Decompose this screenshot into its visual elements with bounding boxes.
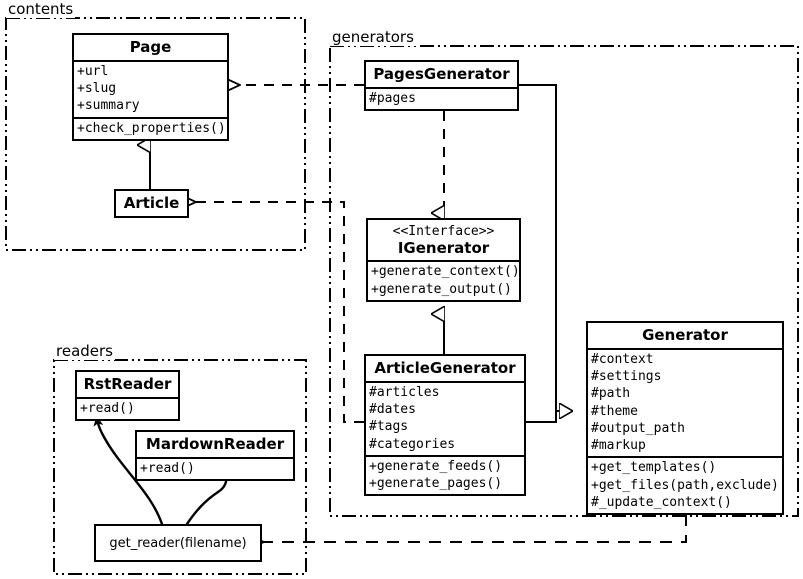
attribute-item: #articles [369,384,440,400]
method-item: +get_files(path,exclude) [591,477,779,493]
class-box-igenerator[interactable]: <<Interface>> IGenerator +generate_conte… [366,218,521,302]
package-label-contents: contents [6,0,76,18]
class-methods-page: +check_properties() [74,116,227,139]
attribute-item: #pages [369,90,416,106]
method-item: +get_templates() [591,460,717,476]
class-attributes-generator: #context #settings #path #theme #output_… [588,347,782,457]
class-name-igenerator: IGenerator [397,238,490,257]
class-title-generator: Generator [642,326,728,344]
attribute-item: #theme [591,403,638,419]
class-title-page: Page [129,38,172,56]
dependency-articlegenerator-article [196,202,364,423]
generalization-articlegenerator-generator [526,411,572,423]
class-attributes-pagesgenerator: #pages [366,86,517,109]
attribute-item: +url [77,63,109,79]
class-title-mardownreader: MardownReader [145,435,285,453]
method-item: +generate_feeds() [369,458,503,474]
class-box-page[interactable]: Page +url +slug +summary +check_properti… [72,33,229,141]
attribute-item: +summary [77,98,140,114]
function-box-get-reader[interactable]: get_reader(filename) [94,524,262,562]
method-item: +generate_pages() [369,476,503,492]
attribute-item: #dates [369,402,416,418]
class-title-articlegenerator: ArticleGenerator [374,359,516,377]
class-stereotype-igenerator: <<Interface>> [392,224,495,239]
package-label-readers: readers [54,342,115,360]
method-item: +generate_output() [371,281,512,297]
attribute-item: +slug [77,81,117,97]
attribute-item: #categories [369,436,456,452]
dependency-generator-getreader [264,514,687,542]
attribute-item: #tags [369,419,409,435]
attribute-item: #path [591,386,631,402]
method-item: #_update_context() [591,495,732,511]
package-label-generators: generators [330,28,416,46]
method-item: +read() [80,400,135,416]
class-box-rstreader[interactable]: RstReader +read() [75,370,180,422]
class-title-rstreader: RstReader [83,375,172,393]
class-methods-articlegenerator: +generate_feeds() +generate_pages() [366,454,524,495]
class-title-pagesgenerator: PagesGenerator [373,65,510,83]
class-box-pagesgenerator[interactable]: PagesGenerator #pages [364,60,519,112]
class-methods-igenerator: +generate_context() +generate_output() [368,260,520,300]
attribute-item: #settings [591,369,662,385]
class-attributes-page: +url +slug +summary [74,59,227,117]
attribute-item: #markup [591,438,646,454]
class-title-article: Article [123,194,180,212]
class-title-igenerator: <<Interface>> IGenerator [368,220,519,260]
class-methods-rstreader: +read() [77,396,178,419]
class-box-mardownreader[interactable]: MardownReader +read() [135,430,295,482]
method-item: +read() [140,460,195,476]
attribute-item: #output_path [591,420,685,436]
class-box-articlegenerator[interactable]: ArticleGenerator #articles #dates #tags … [364,354,526,497]
class-methods-generator: +get_templates() +get_files(path,exclude… [588,456,782,513]
class-attributes-articlegenerator: #articles #dates #tags #categories [366,380,524,455]
attribute-item: #context [591,351,654,367]
function-label-get-reader: get_reader(filename) [109,535,247,551]
method-item: +check_properties() [77,120,226,136]
method-item: +generate_context() [371,264,520,280]
class-box-generator[interactable]: Generator #context #settings #path #them… [586,321,784,516]
class-box-article[interactable]: Article [114,189,189,218]
class-methods-mardownreader: +read() [137,456,293,479]
